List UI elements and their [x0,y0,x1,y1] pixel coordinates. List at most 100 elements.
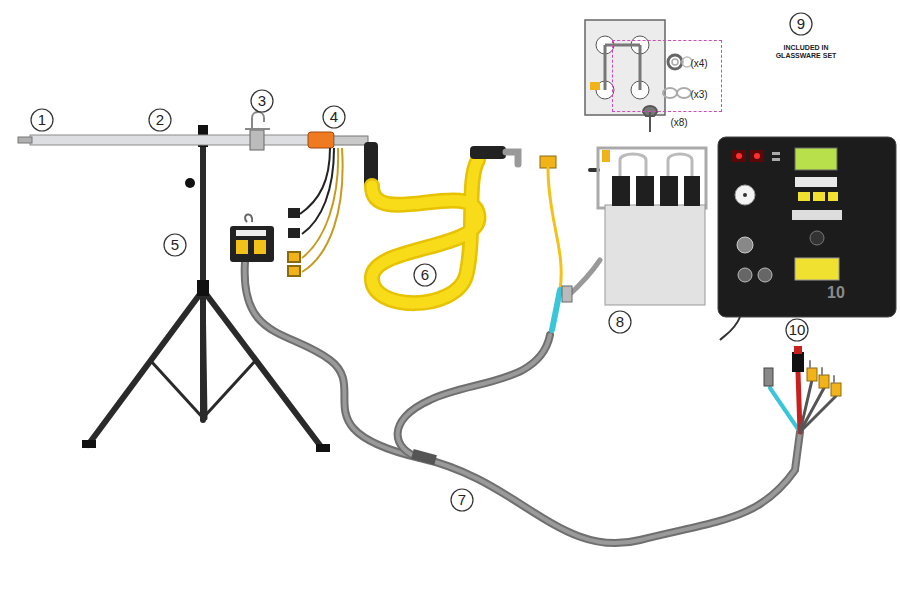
rect-shape [684,176,700,206]
line-shape [150,360,203,418]
circle-shape [668,55,682,69]
circle-shape [323,106,345,128]
rect-shape [636,176,654,206]
circle-shape [738,268,752,282]
rect-shape [718,137,896,317]
path-shape [252,112,264,130]
ellipse-shape [663,88,677,98]
circle-shape [251,90,273,112]
path-shape [643,106,657,132]
path-shape [372,160,478,303]
path-shape [548,168,561,290]
line-shape [203,290,322,448]
ellipse-shape [677,88,691,98]
rect-shape [470,146,506,159]
rect-shape [807,368,817,381]
rect-shape [828,192,838,201]
line-shape [200,128,206,420]
circle-shape [810,231,824,245]
path-shape [245,262,800,543]
callout-number: 2 [156,112,164,129]
umbilical-cable [245,262,800,543]
rect-shape [411,449,437,465]
line-shape [245,128,270,130]
rect-shape [590,82,600,90]
rect-shape [288,228,300,238]
rect-shape [236,230,266,236]
rect-shape [612,176,630,206]
circle-shape [414,264,436,286]
circle-shape [735,185,755,205]
path-shape [302,148,338,258]
circle-shape [786,319,808,341]
callout-number: 10 [789,322,806,339]
rect-shape [598,148,706,208]
path-shape [605,45,640,90]
rect-shape [288,266,300,276]
rect-shape [792,352,804,372]
thermocouple-leads [288,148,343,276]
rect-shape [288,208,300,218]
path-shape [552,290,560,330]
rect-shape [732,150,746,162]
path-shape [568,260,600,296]
path-shape [398,335,550,458]
line-shape [203,360,256,418]
path-shape [372,160,478,303]
line-shape [88,290,203,445]
callout-number: 4 [330,109,338,126]
line-shape [833,376,835,383]
circle-shape [451,489,473,511]
tripod [82,125,330,452]
callout-number: 1 [38,112,46,129]
callout-number: 5 [171,237,179,254]
rect-shape [230,226,274,262]
rect-shape [798,192,810,201]
rect-shape [30,135,310,145]
rect-shape [750,150,764,162]
rect-shape [18,137,32,143]
callout-number: 8 [616,314,624,331]
path-shape [245,214,252,222]
rect-shape [795,177,837,187]
quantity-label: (x3) [690,89,707,100]
rect-shape [562,286,572,302]
circle-shape [164,234,186,256]
rect-shape [254,240,266,254]
path-shape [506,152,518,164]
rect-shape [308,132,334,148]
quantity-label: (x8) [670,117,687,128]
rect-shape [236,240,248,254]
probe [18,112,368,150]
circle-shape [790,13,812,35]
rect-shape [602,150,610,162]
circle-shape [185,178,195,188]
path-shape [620,154,692,176]
circle-shape [758,268,772,282]
callout-number: 9 [797,16,805,33]
rect-shape [772,158,780,161]
sample-line [540,156,600,330]
rect-shape [795,258,839,280]
rect-shape [605,205,705,305]
rect-shape [764,368,773,386]
line-shape [821,368,823,375]
note-text: INCLUDED IN GLASSWARE SET [767,44,845,59]
rect-shape [540,156,556,168]
circle-shape [743,193,747,197]
line-shape [203,290,205,418]
circle-shape [149,109,171,131]
path-shape [398,335,550,458]
rect-shape [813,192,825,201]
line-shape [809,361,811,368]
rect-shape [334,136,368,145]
rect-shape [772,152,780,155]
path-shape [770,388,800,432]
rect-shape [831,383,841,396]
rect-shape [795,148,837,170]
rect-shape [819,375,829,388]
circle-shape [737,237,753,253]
callout-circles [31,13,812,511]
